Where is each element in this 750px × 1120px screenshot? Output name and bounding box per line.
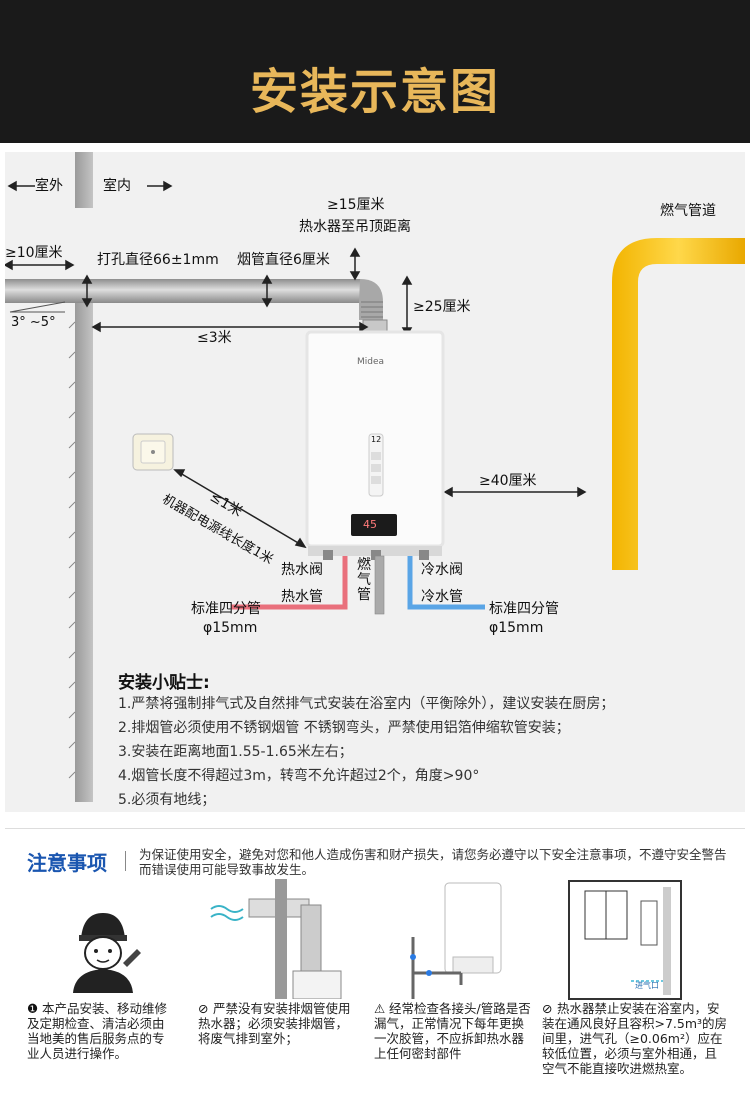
prohibited-icon: ⊘: [198, 1001, 209, 1016]
label-flue-length: ≤3米: [197, 330, 232, 346]
room-ventilation-icon: [568, 880, 682, 1000]
flue-elbow: [359, 279, 383, 320]
warning-icon: ⚠: [374, 1001, 386, 1016]
label-slope: 3° ~5°: [11, 315, 56, 330]
page-title: 安装示意图: [249, 64, 500, 120]
gas-check-icon: [410, 882, 502, 999]
heater-display: 45: [363, 518, 377, 531]
label-outdoor: 室外: [35, 178, 63, 194]
label-hot-pipe: 热水管: [281, 589, 323, 605]
gas-connection-pipe: [374, 555, 385, 615]
notice-card-2: ⊘严禁没有安装排烟管使用热水器；必须安装排烟管，将废气排到室外；: [198, 1001, 351, 1046]
water-heater-body: [305, 330, 445, 560]
label-vertical-25cm: ≥25厘米: [413, 299, 471, 315]
wall-lower: [75, 302, 93, 802]
flue-pipe: [5, 279, 360, 303]
heater-brand: Midea: [357, 357, 385, 367]
label-side-distance: ≥40厘米: [479, 473, 537, 489]
label-flue-diameter: 烟管直径6厘米: [237, 252, 330, 268]
label-gas-pipeline: 燃气管道: [660, 203, 716, 219]
notice-card-4: ⊘热水器禁止安装在浴室内，安装在通风良好且容积>7.5m³的房间里，进气孔（≥0…: [542, 1001, 728, 1076]
prohibited-icon: ⊘: [542, 1001, 553, 1016]
label-pipe-spec-left: 标准四分管: [191, 601, 261, 617]
label-cold-pipe: 冷水管: [421, 589, 463, 605]
label-ceiling-distance: ≥15厘米: [327, 197, 385, 213]
label-indoor: 室内: [103, 178, 131, 194]
label-pipe-spec-right: 标准四分管: [489, 601, 559, 617]
notice-divider: [125, 851, 126, 871]
label-gas-pipe: 燃气管: [357, 557, 371, 603]
label-ceiling-description: 热水器至吊顶距离: [299, 219, 411, 235]
notice-section: 注意事项 为保证使用安全，避免对您和他人造成伤害和财产损失，请您务必遵守以下安全…: [5, 828, 745, 1110]
hot-water-pipe: [231, 556, 348, 610]
flue-installation-icon: [210, 879, 342, 999]
label-hot-valve: 热水阀: [281, 562, 323, 578]
tip-item-2: 2.排烟管必须使用不锈钢烟管 不锈钢弯头，严禁使用铝箔伸缩软管安装；: [118, 720, 570, 736]
label-pipe-diameter-left: φ15mm: [203, 620, 258, 636]
label-hole-diameter: 打孔直径66±1mm: [97, 252, 219, 268]
power-socket: [132, 433, 174, 471]
tip-item-1: 1.严禁将强制排气式及自然排气式安装在浴室内（平衡除外），建议安装在厨房；: [118, 696, 615, 712]
wall: [75, 152, 93, 208]
technician-icon: [73, 913, 141, 993]
tip-item-4: 4.烟管长度不得超过3m，转弯不允许超过2个，角度>90°: [118, 768, 480, 784]
header-banner: 安装示意图: [0, 0, 750, 143]
diagram-graphics: [5, 152, 745, 802]
exclamation-icon: ❶: [27, 1001, 39, 1016]
cold-water-pipe: [407, 556, 485, 610]
notice-description: 为保证使用安全，避免对您和他人造成伤害和财产损失，请您务必遵守以下安全注意事项，…: [139, 847, 727, 877]
label-pipe-diameter-right: φ15mm: [489, 620, 544, 636]
heater-panel-number: 12: [371, 435, 382, 444]
inlet-label: 进气口: [635, 981, 659, 990]
label-cold-valve: 冷水阀: [421, 562, 463, 578]
tip-item-3: 3.安装在距离地面1.55-1.65米左右；: [118, 744, 353, 760]
notice-title: 注意事项: [27, 851, 107, 875]
notice-card-3: ⚠经常检查各接头/管路是否漏气，正常情况下每年更换一次胶管，不应拆卸热水器上任何…: [374, 1001, 531, 1061]
tips-title: 安装小贴士:: [118, 673, 210, 693]
installation-diagram: 室外 室内 ≥15厘米 热水器至吊顶距离 燃气管道 ≥10厘米 打孔直径66±1…: [5, 152, 745, 812]
tip-item-5: 5.必须有地线；: [118, 792, 216, 808]
gas-pipeline: [612, 238, 745, 570]
label-pipe-overhang: ≥10厘米: [5, 245, 63, 261]
